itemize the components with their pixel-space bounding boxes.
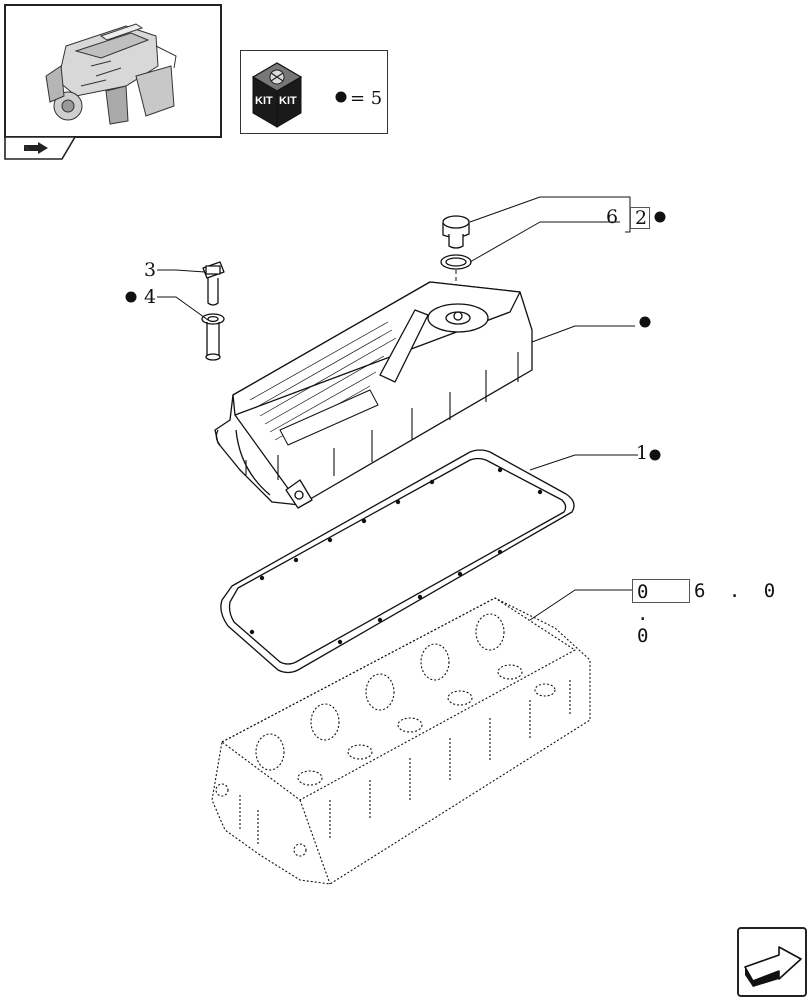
- callout-2-box[interactable]: 2: [630, 207, 650, 229]
- thumbnail-back-tab[interactable]: [4, 136, 76, 160]
- leader-cap: [469, 196, 625, 223]
- arrow-back-icon: [4, 136, 76, 160]
- callout-6[interactable]: 6: [606, 206, 619, 228]
- engine-thumbnail[interactable]: [4, 4, 222, 138]
- gasket-part: [220, 449, 575, 674]
- callout-3[interactable]: 3: [144, 259, 157, 281]
- leader-3: [157, 269, 206, 273]
- kit-quantity-text: = 5: [350, 88, 383, 109]
- leader-oring: [469, 221, 620, 263]
- kit-box-icon: [251, 62, 347, 128]
- leader-4: [157, 296, 209, 321]
- cylinder-head-part: [211, 597, 591, 885]
- filler-cap-part: [442, 215, 470, 249]
- kit-bullet-icon: [125, 211, 666, 461]
- callout-4[interactable]: 4: [144, 286, 157, 308]
- engine-thumbnail-icon: [45, 23, 177, 125]
- reference-rest-text[interactable]: 6 . 0: [694, 580, 782, 602]
- valve-cover-part: [214, 281, 533, 509]
- callout-1[interactable]: 1: [636, 442, 649, 464]
- next-page-arrow-icon: [744, 946, 802, 987]
- screw-part: [202, 261, 225, 306]
- callout-2: 2: [635, 207, 648, 229]
- leader-cover: [531, 325, 635, 343]
- kit-label-left: KIT: [255, 95, 273, 107]
- next-page-button[interactable]: [737, 927, 807, 997]
- sleeve-part: [201, 313, 225, 361]
- kit-label-right: KIT: [279, 95, 297, 107]
- reference-box[interactable]: 0 . 0: [632, 579, 690, 647]
- reference-boxed-text: 0 . 0: [637, 581, 655, 647]
- leader-head: [529, 589, 632, 621]
- kit-legend: KIT KIT = 5: [240, 50, 388, 134]
- leader-gasket: [529, 454, 638, 471]
